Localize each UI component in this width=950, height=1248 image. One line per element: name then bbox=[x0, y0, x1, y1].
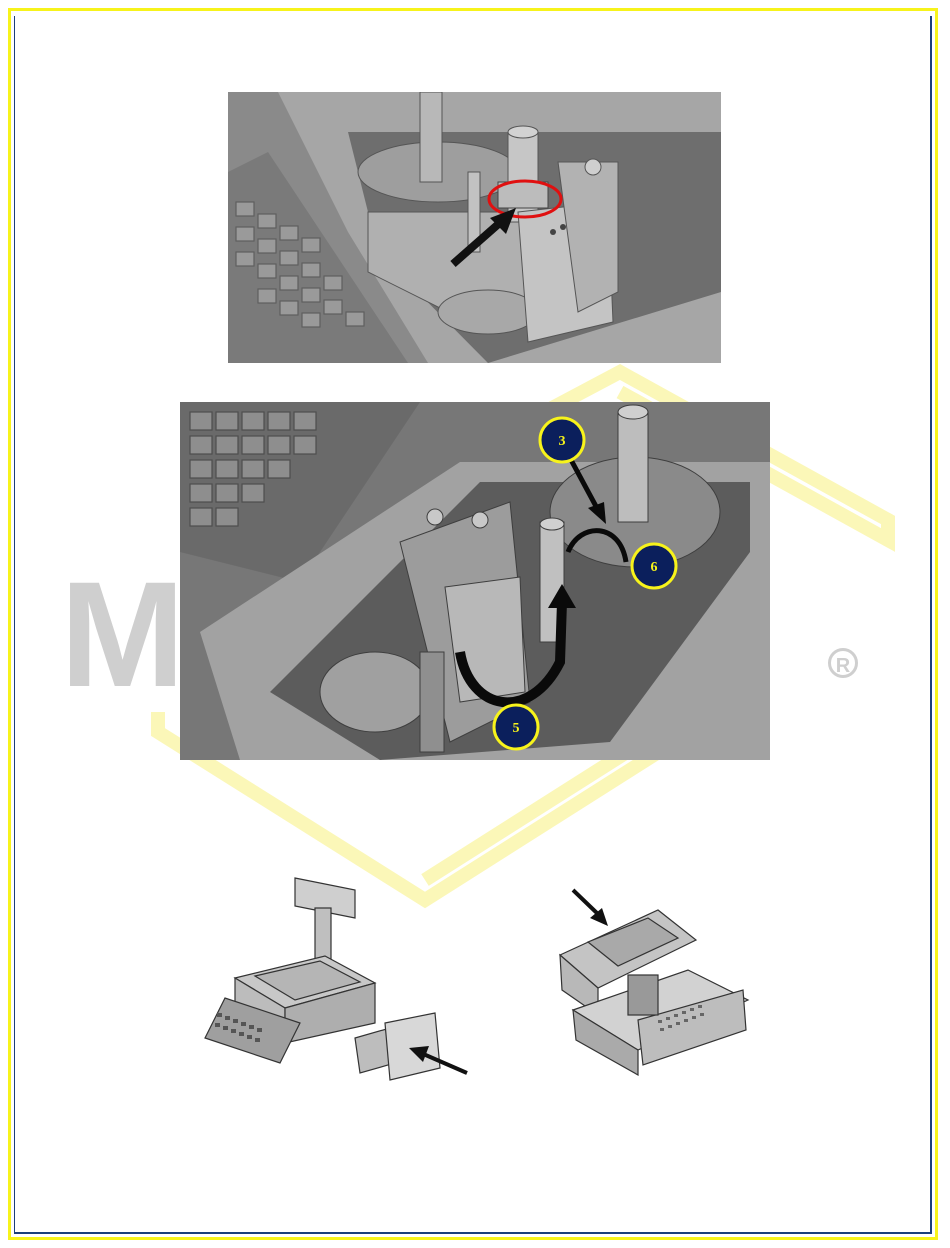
figure-cover-open bbox=[548, 880, 763, 1085]
step-badge-5: 5 bbox=[494, 705, 538, 749]
step-badge-3: 3 bbox=[540, 418, 584, 462]
step-badge-6: 6 bbox=[632, 544, 676, 588]
figure-release-lever bbox=[228, 92, 721, 363]
figure-ribbon-path: 3 6 5 bbox=[180, 402, 770, 760]
step-label-5: 5 bbox=[513, 721, 520, 736]
step-label-3: 3 bbox=[559, 434, 566, 449]
step-label-6: 6 bbox=[651, 560, 658, 575]
figure-printer-removal bbox=[195, 868, 485, 1088]
